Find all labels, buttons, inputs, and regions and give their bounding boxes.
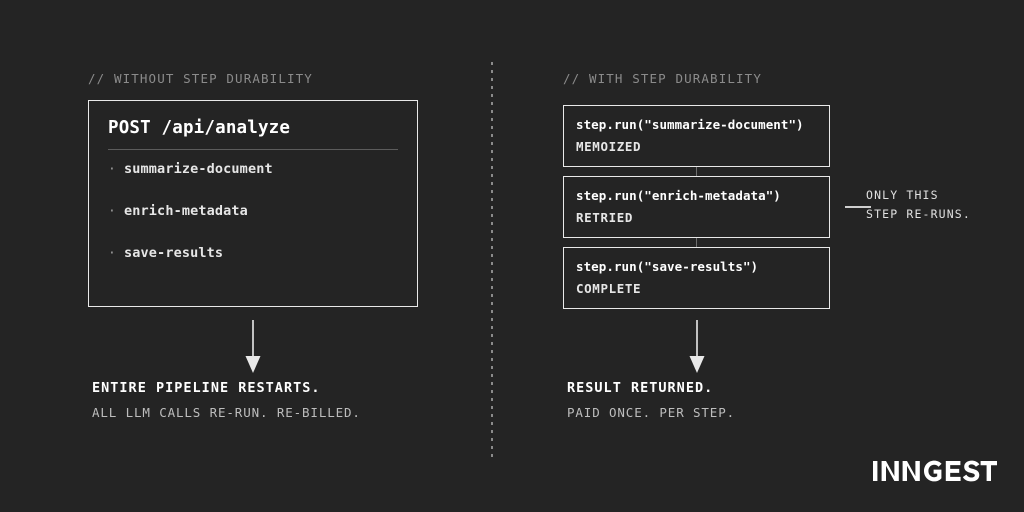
pipeline-card-without-durability: POST /api/analyze · summarize-document ·… xyxy=(88,100,418,307)
outcome-detail: PAID ONCE. PER STEP. xyxy=(567,405,736,420)
pipeline-step-label: summarize-document xyxy=(124,161,273,177)
outcome-detail: ALL LLM CALLS RE-RUN. RE-BILLED. xyxy=(92,405,361,420)
step-connector xyxy=(696,167,697,176)
outcome-without-durability: ENTIRE PIPELINE RESTARTS. ALL LLM CALLS … xyxy=(92,380,361,420)
step-connector xyxy=(696,238,697,247)
outcome-headline: RESULT RETURNED. xyxy=(567,380,714,396)
callout-annotation: ONLY THIS STEP RE-RUNS. xyxy=(866,186,971,224)
pipeline-endpoint-title: POST /api/analyze xyxy=(108,118,291,138)
status-badge: MEMOIZED xyxy=(576,139,642,154)
step-card-save-results: step.run("save-results") COMPLETE xyxy=(563,247,830,309)
left-column-comment: // WITHOUT STEP DURABILITY xyxy=(88,71,313,86)
list-item: · summarize-document xyxy=(108,161,403,203)
callout-line-1: ONLY THIS xyxy=(866,188,939,202)
arrow-down-icon xyxy=(242,320,264,374)
bullet-icon: · xyxy=(108,162,116,177)
list-item: · save-results xyxy=(108,245,403,287)
status-badge: COMPLETE xyxy=(576,281,642,296)
inngest-logo xyxy=(873,458,997,484)
arrow-down-icon xyxy=(686,320,708,374)
pipeline-step-list: · summarize-document · enrich-metadata ·… xyxy=(108,161,403,287)
card-divider-rule xyxy=(108,149,398,150)
step-run-call: step.run("summarize-document") xyxy=(576,117,804,132)
step-run-call: step.run("enrich-metadata") xyxy=(576,188,781,203)
column-divider xyxy=(491,62,493,462)
pipeline-step-label: save-results xyxy=(124,245,224,261)
list-item: · enrich-metadata xyxy=(108,203,403,245)
step-card-summarize-document: step.run("summarize-document") MEMOIZED xyxy=(563,105,830,167)
step-run-call: step.run("save-results") xyxy=(576,259,759,274)
outcome-with-durability: RESULT RETURNED. PAID ONCE. PER STEP. xyxy=(567,380,735,420)
step-card-enrich-metadata: step.run("enrich-metadata") RETRIED xyxy=(563,176,830,238)
callout-line-2: STEP RE-RUNS. xyxy=(866,207,971,221)
callout-leader-line xyxy=(845,206,871,208)
status-badge: RETRIED xyxy=(576,210,634,225)
pipeline-step-label: enrich-metadata xyxy=(124,203,248,219)
right-column-comment: // WITH STEP DURABILITY xyxy=(563,71,762,86)
bullet-icon: · xyxy=(108,246,116,261)
bullet-icon: · xyxy=(108,204,116,219)
outcome-headline: ENTIRE PIPELINE RESTARTS. xyxy=(92,380,321,396)
